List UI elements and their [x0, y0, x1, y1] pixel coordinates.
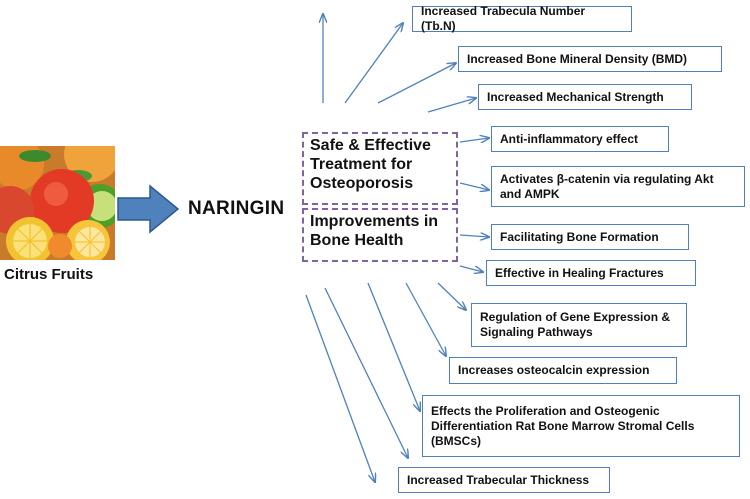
effect-box-mechanical-strength: Increased Mechanical Strength: [478, 84, 692, 110]
arrow-bmscs: [367, 282, 420, 411]
big-arrow-icon: [117, 184, 180, 234]
effect-box-healing-fractures: Effective in Healing Fractures: [486, 260, 696, 286]
arrow-anti-inflammatory: [459, 138, 489, 142]
citrus-fruits-label: Citrus Fruits: [4, 266, 94, 283]
arrow-bone-formation: [459, 235, 489, 237]
effect-box-anti-inflammatory: Anti-inflammatory effect: [491, 126, 669, 152]
effect-box-bmscs: Effects the Proliferation and Osteogenic…: [422, 395, 740, 457]
arrow-gene-expression: [437, 282, 466, 310]
improvements-box: Improvements in Bone Health: [302, 208, 458, 262]
safe-treatment-box: Safe & Effective Treatment for Osteoporo…: [302, 132, 458, 205]
effect-box-gene-expression: Regulation of Gene Expression & Signalin…: [471, 303, 687, 347]
citrus-fruits-image: [0, 146, 115, 260]
effect-box-beta-catenin: Activates β-catenin via regulating Akt a…: [491, 166, 745, 207]
effect-box-trabecular-thickness: Increased Trabecular Thickness: [398, 467, 610, 493]
effect-box-bone-formation: Facilitating Bone Formation: [491, 224, 689, 250]
effect-box-trabecula-number: Increased Trabecula Number (Tb.N): [412, 4, 632, 33]
arrow-lower-left: [324, 287, 408, 458]
effect-box-osteocalcin: Increases osteocalcin expression: [449, 357, 677, 384]
effect-box-bmd: Increased Bone Mineral Density (BMD): [458, 46, 722, 72]
arrow-beta-catenin: [459, 182, 489, 190]
arrow-mechanical-strength: [427, 98, 476, 113]
arrow-bmd: [377, 63, 456, 104]
arrow-trabecula-number: [344, 23, 403, 104]
arrow-trabecular-thickness: [305, 294, 375, 482]
arrow-osteocalcin: [405, 282, 446, 356]
naringin-label: NARINGIN: [188, 198, 285, 219]
arrow-healing-fractures: [459, 265, 483, 272]
